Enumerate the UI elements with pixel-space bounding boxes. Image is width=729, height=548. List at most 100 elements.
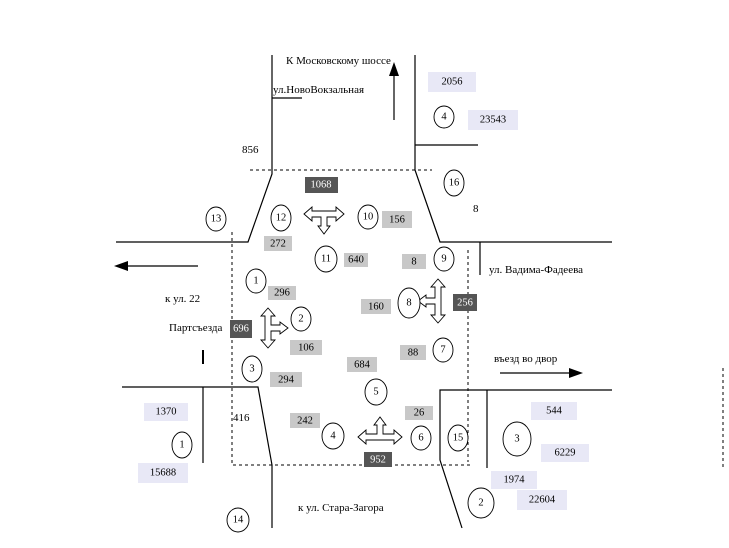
circle-2-bottom-label: 2 [478,498,483,509]
circle-1-center-label: 1 [253,276,258,287]
box-256-value: 256 [457,298,473,309]
box-952-value: 952 [370,455,386,466]
box-272-value: 272 [270,239,286,250]
circle-14-label: 14 [233,515,244,526]
circle-11-label: 11 [321,254,331,265]
circle-8-label: 8 [406,298,411,309]
movement-arrow-north [303,206,345,235]
box-26 [405,406,433,420]
circle-5-label: 5 [373,387,378,398]
circle-5 [364,378,388,406]
box-88 [400,345,426,360]
circle-13 [205,206,227,232]
stop-lines [231,169,724,468]
box-296 [268,286,296,300]
circle-15-label: 15 [453,433,464,444]
box-15688 [138,463,188,483]
movement-arrow-east [417,278,446,324]
circle-4-top [433,105,455,129]
circle-9 [433,246,455,272]
box-22604-value: 22604 [529,495,556,506]
circle-9-label: 9 [441,254,446,265]
box-106 [290,340,322,355]
box-23543 [468,110,518,130]
box-26-value: 26 [414,408,425,419]
box-952 [364,452,392,467]
numbered-circles: 4 16 13 12 10 11 9 1 8 2 7 3 5 4 6 15 1 … [171,105,532,533]
circle-10-label: 10 [363,212,374,223]
box-1370 [144,403,188,421]
box-696-value: 696 [233,324,249,335]
circle-12-label: 12 [276,213,287,224]
value-856: 856 [242,144,259,156]
value-416: 416 [233,412,250,424]
circle-4-top-label: 4 [441,112,447,123]
box-544 [531,402,577,420]
box-22604 [517,490,567,510]
circle-7-label: 7 [440,345,445,356]
arrow-to-moscow [389,62,399,120]
label-entrance-yard: въезд во двор [494,353,558,365]
box-696 [230,320,252,338]
circle-1-bottom-left [171,431,193,459]
circle-3-right [502,421,532,457]
boxes-dark: 1068 256 696 952 [230,177,477,467]
box-2056-value: 2056 [442,77,463,88]
label-vadima-fadeeva: ул. Вадима-Фадеева [489,264,583,276]
circle-6 [410,425,432,451]
box-684-value: 684 [354,360,371,371]
road-outlines [116,55,612,529]
box-256 [453,294,477,311]
street-labels: К Московскому шоссе ул.НовоВокзальная ул… [165,55,583,514]
box-294-value: 294 [278,375,295,386]
circle-2-center-label: 2 [298,314,303,325]
arrow-entrance-yard [500,368,583,378]
box-684 [347,357,377,372]
box-8-value: 8 [411,257,416,268]
label-novovokzalnaya: ул.НовоВокзальная [273,84,364,96]
arrow-to-22-partsezda [114,261,198,271]
box-1068 [305,177,338,193]
circle-1-center [245,268,267,294]
box-156 [382,211,412,228]
box-15688-value: 15688 [150,468,176,479]
circle-1-bottom-left-label: 1 [179,440,184,451]
box-242-value: 242 [297,416,313,427]
box-156-value: 156 [389,215,405,226]
circle-8 [397,287,421,319]
box-160 [361,299,391,314]
label-to-22-partsezda-2: Партсъезда [169,322,222,334]
box-88-value: 88 [408,348,419,359]
circle-4-center [321,422,345,450]
circle-10 [357,204,379,230]
box-544-value: 544 [546,406,563,417]
circle-2-center [290,306,312,332]
label-to-moscow-highway: К Московскому шоссе [286,55,391,67]
circle-2-bottom [467,487,495,519]
box-640 [344,253,368,267]
box-6229 [541,444,589,462]
box-640-value: 640 [348,255,364,266]
circle-6-label: 6 [418,433,423,444]
circle-3-center [241,355,263,383]
movement-arrow-west [260,307,289,349]
circle-16 [443,169,465,197]
circle-14 [226,507,250,533]
plain-numbers: 856 416 8 [233,144,479,424]
box-1370-value: 1370 [156,407,177,418]
box-6229-value: 6229 [555,448,576,459]
circle-7 [432,337,454,363]
box-272 [264,236,292,251]
box-2056 [428,72,476,92]
circle-12 [270,204,292,232]
label-to-stara-zagora: к ул. Стара-Загора [298,502,384,514]
box-296-value: 296 [274,288,290,299]
box-8 [402,254,426,269]
circle-3-center-label: 3 [249,364,254,375]
boxes-light: 2056 23543 1370 544 6229 15688 1974 2260… [138,72,589,510]
box-23543-value: 23543 [480,115,506,126]
circle-4-center-label: 4 [330,431,336,442]
circle-15 [447,424,469,452]
box-1068-value: 1068 [311,180,332,191]
